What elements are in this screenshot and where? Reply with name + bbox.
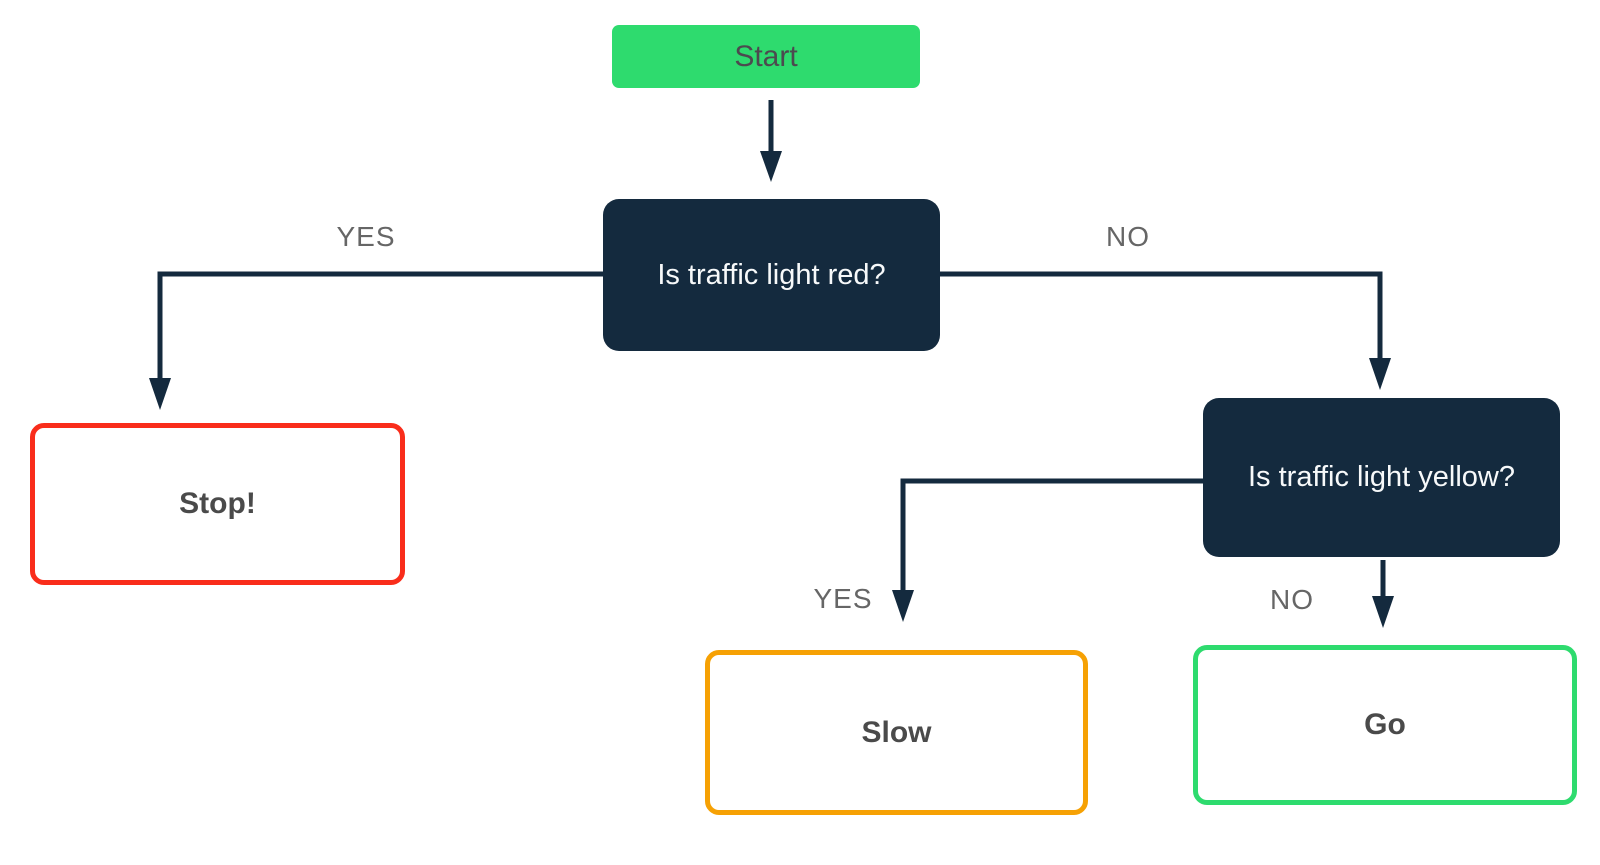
node-question-red-label: Is traffic light red? bbox=[657, 258, 886, 291]
node-go-label: Go bbox=[1364, 708, 1406, 741]
node-question-yellow: Is traffic light yellow? bbox=[1203, 398, 1560, 557]
arrowhead-yellow-yes bbox=[892, 590, 914, 622]
edge-label-red-yes: YES bbox=[336, 221, 396, 252]
node-stop: Stop! bbox=[30, 423, 405, 585]
connector-yellow-yes bbox=[900, 478, 1203, 592]
edge-label-yellow-yes: YES bbox=[813, 583, 873, 614]
node-question-red: Is traffic light red? bbox=[603, 199, 940, 351]
arrowhead-red-yes bbox=[149, 378, 171, 410]
node-go: Go bbox=[1193, 645, 1577, 805]
edge-label-yellow-no: NO bbox=[1270, 584, 1314, 615]
node-stop-label: Stop! bbox=[179, 487, 256, 520]
arrowhead-start-to-red bbox=[760, 151, 782, 182]
connector-red-yes bbox=[157, 271, 603, 380]
node-slow: Slow bbox=[705, 650, 1088, 815]
arrowhead-red-no bbox=[1369, 358, 1391, 390]
node-start-label: Start bbox=[734, 39, 798, 73]
connector-red-no bbox=[940, 271, 1383, 360]
arrowhead-yellow-no bbox=[1372, 596, 1394, 628]
node-question-yellow-label: Is traffic light yellow? bbox=[1247, 461, 1516, 493]
edge-label-red-no: NO bbox=[1106, 221, 1150, 252]
node-start: Start bbox=[612, 25, 920, 88]
node-slow-label: Slow bbox=[861, 715, 932, 749]
